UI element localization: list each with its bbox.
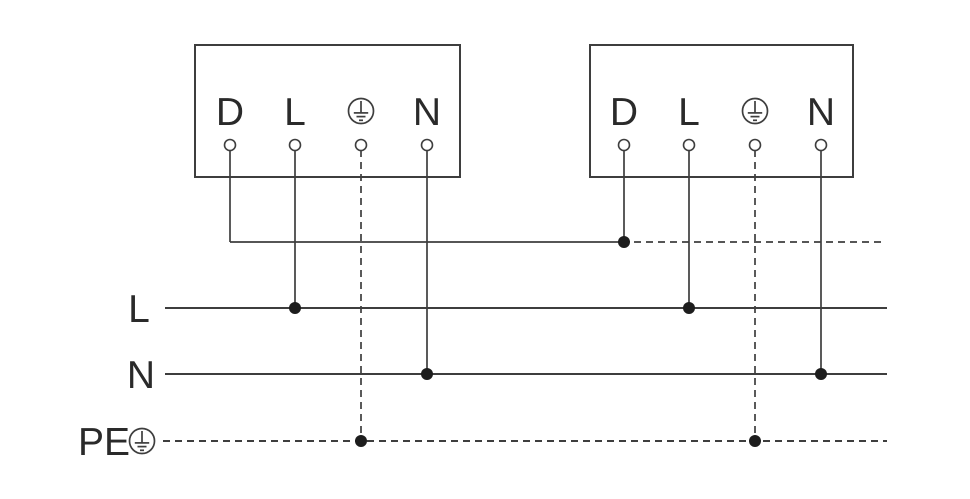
junction-dot <box>289 302 301 314</box>
device-2-terminal-D-circle <box>617 138 631 152</box>
device-2-terminal-D-label: D <box>610 91 638 134</box>
junction-dot <box>355 435 367 447</box>
device-1-terminal-L-circle <box>288 138 302 152</box>
device-1-terminal-D-label: D <box>216 91 244 134</box>
device-2-terminal-earth-circle <box>748 138 762 152</box>
device-2-box <box>589 44 854 178</box>
device-2-terminal-N-label: N <box>807 91 835 134</box>
junction-dot <box>618 236 630 248</box>
junction-dot <box>421 368 433 380</box>
device-1-terminal-D-circle <box>223 138 237 152</box>
device-1-terminal-N-label: N <box>413 91 441 134</box>
device-2-terminal-L-label: L <box>678 91 700 134</box>
device-2-terminal-N-circle <box>814 138 828 152</box>
device-1-terminal-L-label: L <box>284 91 306 134</box>
device-2-terminal-L-circle <box>682 138 696 152</box>
junction-dot <box>815 368 827 380</box>
bus-l-label: L <box>128 288 150 331</box>
device-1-terminal-N-circle <box>420 138 434 152</box>
device-1-box <box>194 44 461 178</box>
bus-pe-label: PE <box>78 421 130 464</box>
device-2-earth-icon <box>741 97 769 125</box>
device-1-earth-icon <box>347 97 375 125</box>
junction-dot <box>683 302 695 314</box>
bus-n-label: N <box>127 354 155 397</box>
pe-earth-icon <box>128 427 156 455</box>
device-1-terminal-earth-circle <box>354 138 368 152</box>
junction-dot <box>749 435 761 447</box>
